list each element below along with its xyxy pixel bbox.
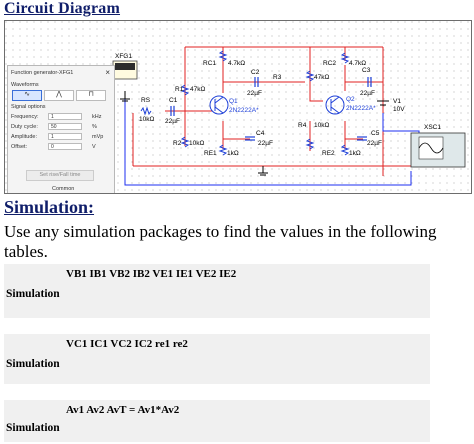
c1-label: C1: [169, 97, 178, 104]
c3-value: 22µF: [360, 90, 375, 97]
r3-label: R3: [273, 74, 282, 81]
table-3: Av1 Av2 AvT = Av1*Av2 Simulation: [4, 400, 430, 442]
square-wave-button[interactable]: ⊓: [76, 90, 106, 101]
frequency-unit[interactable]: kHz: [92, 114, 102, 120]
c5-value: 22µF: [367, 140, 382, 147]
circuit-diagram-heading: Circuit Diagram: [4, 0, 121, 17]
c3-label: C3: [362, 67, 371, 74]
xfg1-device[interactable]: [112, 60, 138, 80]
q1-transistor: [209, 95, 229, 115]
duty-cycle-label: Duty cycle:: [11, 124, 38, 130]
set-rise-fall-button[interactable]: Set rise/Fall time: [26, 170, 94, 181]
duty-cycle-unit[interactable]: %: [92, 124, 97, 130]
waveforms-label: Waveforms: [11, 82, 39, 88]
rc2-resistor: [340, 52, 350, 64]
schematic-canvas[interactable]: XFG1 XSC1 RS 10kΩ C1 22µF R1 47kΩ RC1 4.…: [4, 20, 472, 194]
re1-value: 1kΩ: [227, 150, 239, 157]
instruction-text: Use any simulation packages to find the …: [4, 222, 437, 261]
signal-options-label: Signal options: [11, 104, 46, 110]
r4-resistor: [305, 138, 315, 150]
c2-value: 22µF: [247, 90, 262, 97]
amplitude-label: Amplitude:: [11, 134, 37, 140]
v1-value: 10V: [393, 106, 405, 113]
rc2-value: 4.7kΩ: [349, 60, 366, 67]
re2-resistor: [340, 144, 350, 156]
frequency-input[interactable]: 1: [48, 113, 82, 120]
table-1-row-label: Simulation: [6, 288, 60, 300]
table-1-header: VB1 IB1 VB2 IB2 VE1 IE1 VE2 IE2: [66, 268, 237, 280]
rc2-label: RC2: [323, 60, 336, 67]
function-generator-panel[interactable]: Function generator-XFG1 × Waveforms ∿ ⋀ …: [7, 65, 115, 193]
r2-label: R2: [173, 140, 182, 147]
table-2-row-label: Simulation: [6, 358, 60, 370]
capacitors: [170, 77, 372, 141]
sine-wave-button[interactable]: ∿: [12, 90, 42, 101]
simulation-heading: Simulation:: [4, 197, 95, 217]
c1-value: 22µF: [165, 118, 180, 125]
offset-unit[interactable]: V: [92, 144, 96, 150]
transistors: [209, 95, 345, 115]
r1-value: 47kΩ: [190, 86, 205, 93]
q2-label: Q2: [346, 96, 355, 103]
offset-input[interactable]: 0: [48, 143, 82, 150]
offset-label: Offset:: [11, 144, 28, 150]
amplitude-input[interactable]: 1: [48, 133, 82, 140]
table-2-header: VC1 IC1 VC2 IC2 re1 re2: [66, 338, 188, 350]
rs-resistor: [140, 106, 152, 116]
rs-label: RS: [141, 97, 151, 104]
re1-label: RE1: [204, 150, 217, 157]
q1-value: 2N2222A*: [229, 107, 259, 114]
xsc1-oscilloscope[interactable]: [410, 132, 466, 168]
r2-resistor: [180, 136, 190, 148]
r3-resistor: [305, 70, 315, 82]
r4-label: R4: [298, 122, 307, 129]
ground-symbols: [120, 91, 268, 176]
amplitude-unit[interactable]: mVp: [92, 134, 104, 140]
c4-label: C4: [256, 130, 265, 137]
c4-value: 22µF: [258, 140, 273, 147]
q2-transistor: [325, 95, 345, 115]
rc1-label: RC1: [203, 60, 216, 67]
rc1-value: 4.7kΩ: [228, 60, 245, 67]
table-3-header: Av1 Av2 AvT = Av1*Av2: [66, 404, 180, 416]
r1-label: R1: [175, 86, 184, 93]
c5-label: C5: [371, 130, 380, 137]
v1-label: V1: [393, 98, 401, 105]
frequency-label: Frequency:: [11, 114, 39, 120]
re1-resistor: [218, 144, 228, 156]
rc1-resistor: [218, 50, 228, 62]
table-2: VC1 IC1 VC2 IC2 re1 re2 Simulation: [4, 334, 430, 384]
r1-resistor: [180, 84, 190, 96]
fg-title: Function generator-XFG1: [11, 70, 74, 76]
battery-v1: [377, 100, 389, 106]
c2-label: C2: [251, 69, 260, 76]
q1-label: Q1: [229, 98, 238, 105]
r3-value: 47kΩ: [314, 74, 329, 81]
common-label: Common: [52, 186, 75, 192]
xfg1-label: XFG1: [115, 53, 132, 60]
resistors: [140, 50, 350, 156]
r2-value: 10kΩ: [189, 140, 204, 147]
rs-value: 10kΩ: [139, 116, 154, 123]
re2-label: RE2: [322, 150, 335, 157]
q2-value: 2N2222A*: [346, 105, 376, 112]
re2-value: 1kΩ: [349, 150, 361, 157]
triangle-wave-button[interactable]: ⋀: [44, 90, 74, 101]
xsc1-label: XSC1: [424, 124, 441, 131]
table-3-row-label: Simulation: [6, 422, 60, 434]
r4-value: 10kΩ: [314, 122, 329, 129]
table-1: VB1 IB1 VB2 IB2 VE1 IE1 VE2 IE2 Simulati…: [4, 264, 430, 318]
duty-cycle-input[interactable]: 50: [48, 123, 82, 130]
close-icon[interactable]: ×: [105, 68, 110, 77]
